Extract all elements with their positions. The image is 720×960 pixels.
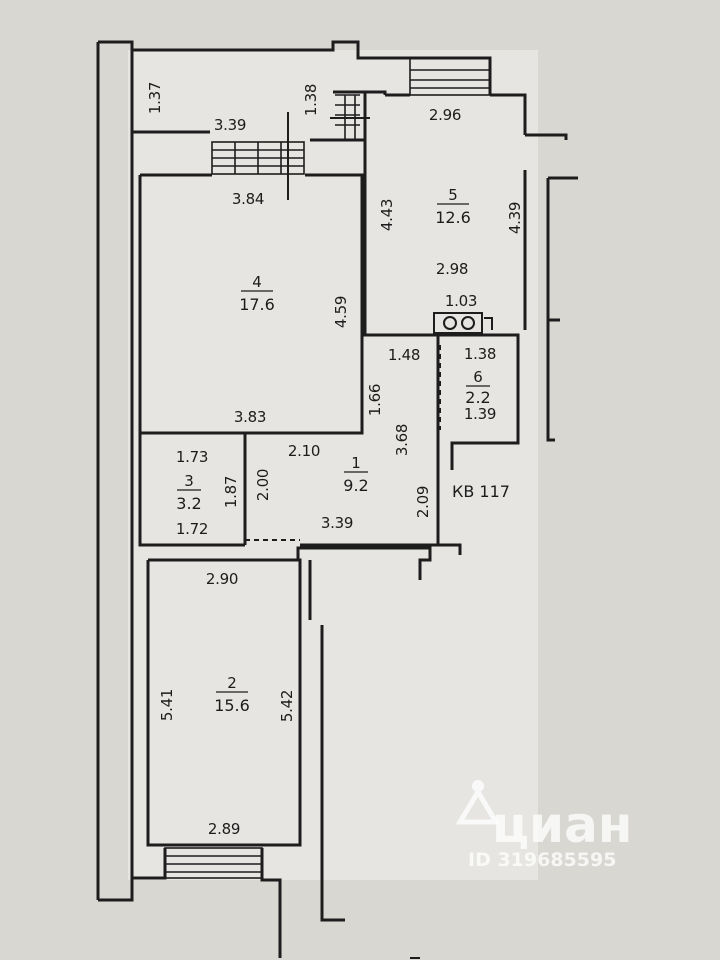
room-label-3: 3 3.2 — [176, 472, 201, 513]
dim-room3-right: 1.87 — [222, 476, 240, 508]
room4-walls — [138, 173, 364, 435]
dim-room4-right: 4.59 — [332, 296, 350, 328]
balcony-door-lines — [335, 94, 360, 140]
dim-hall-top: 2.10 — [288, 442, 320, 460]
dim-hall-top-left: 1.48 — [388, 346, 420, 364]
corridor-stub — [296, 546, 432, 580]
room-area: 17.6 — [239, 295, 275, 314]
room-number: 6 — [473, 368, 483, 386]
room-number: 4 — [252, 273, 262, 291]
room-label-6: 6 2.2 — [465, 368, 490, 407]
openings — [244, 334, 441, 541]
dimension-labels: 1.37 3.39 1.38 2.96 4.43 4.39 2.98 1.03 … — [146, 82, 524, 838]
dim-hall-right: 3.68 — [393, 424, 411, 456]
dim-room3-top: 1.73 — [176, 448, 208, 466]
room-area: 15.6 — [214, 696, 250, 715]
dim-room4-top: 3.84 — [232, 190, 264, 208]
hall-bottom-wall — [138, 433, 438, 547]
dim-room5-top: 2.96 — [429, 106, 461, 124]
room-number: 1 — [351, 454, 361, 472]
room2-window — [164, 847, 263, 879]
dim-room6-top: 1.38 — [464, 345, 496, 363]
watermark-id: ID 319685595 — [468, 849, 616, 871]
room5-window — [409, 57, 491, 96]
room5-walls — [363, 93, 568, 337]
room2-window-lines — [165, 855, 262, 873]
dim-hall-left: 2.00 — [254, 469, 272, 501]
room5-window-lines — [410, 69, 490, 89]
dim-room3-bottom: 1.72 — [176, 520, 208, 538]
balcony-top-wall — [132, 40, 410, 60]
room-number: 5 — [448, 186, 458, 204]
room-area: 3.2 — [176, 494, 201, 513]
dim-kitchen-stove: 1.03 — [445, 292, 477, 310]
dimension-lines — [287, 112, 370, 200]
entry-jamb — [438, 543, 462, 555]
dim-balcony-width: 3.39 — [214, 116, 246, 134]
room4-window-lines — [212, 142, 304, 174]
dim-room5-left: 4.43 — [378, 199, 396, 231]
dim-room4-bottom: 3.83 — [234, 408, 266, 426]
room2-walls — [146, 558, 302, 847]
dim-hall-entry: 2.09 — [414, 486, 432, 518]
room-area: 2.2 — [465, 388, 490, 407]
stove-icon — [433, 312, 493, 334]
dim-room2-top: 2.90 — [206, 570, 238, 588]
room-number: 2 — [227, 674, 237, 692]
room6-walls — [440, 333, 520, 470]
dim-hall-wall: 1.66 — [366, 384, 384, 416]
room-label-2: 2 15.6 — [214, 674, 250, 715]
dim-room2-left: 5.41 — [158, 689, 176, 721]
room-number: 3 — [184, 472, 194, 490]
cian-logo-icon — [455, 780, 501, 825]
room-label-1: 1 9.2 — [343, 454, 368, 495]
room-label-4: 4 17.6 — [239, 273, 275, 314]
watermark: циан ID 319685595 — [455, 780, 632, 871]
dim-room2-bottom: 2.89 — [208, 820, 240, 838]
room-labels: 1 9.2 2 15.6 3 3.2 4 17.6 5 12.6 6 2.2 — [176, 186, 510, 715]
dim-room2-right: 5.42 — [278, 690, 296, 722]
windows — [164, 57, 491, 879]
dim-room5-bottom: 2.98 — [436, 260, 468, 278]
apartment-label: КВ 117 — [452, 482, 510, 501]
room-label-5: 5 12.6 — [435, 186, 471, 227]
plan-interior — [128, 50, 538, 880]
dim-room5-right: 4.39 — [506, 202, 524, 234]
left-wall-bottom — [98, 878, 134, 902]
room2-right-outer — [308, 560, 345, 922]
room-area: 9.2 — [343, 476, 368, 495]
room-area: 12.6 — [435, 208, 471, 227]
left-outer-wall — [98, 40, 134, 878]
dim-balcony-door: 1.38 — [302, 84, 320, 116]
dim-room6-bottom: 1.39 — [464, 405, 496, 423]
watermark-brand: циан — [492, 796, 632, 854]
right-exterior-wall — [546, 176, 578, 442]
dim-balcony-height: 1.37 — [146, 82, 164, 114]
dim-hall-bottom: 3.39 — [321, 514, 353, 532]
